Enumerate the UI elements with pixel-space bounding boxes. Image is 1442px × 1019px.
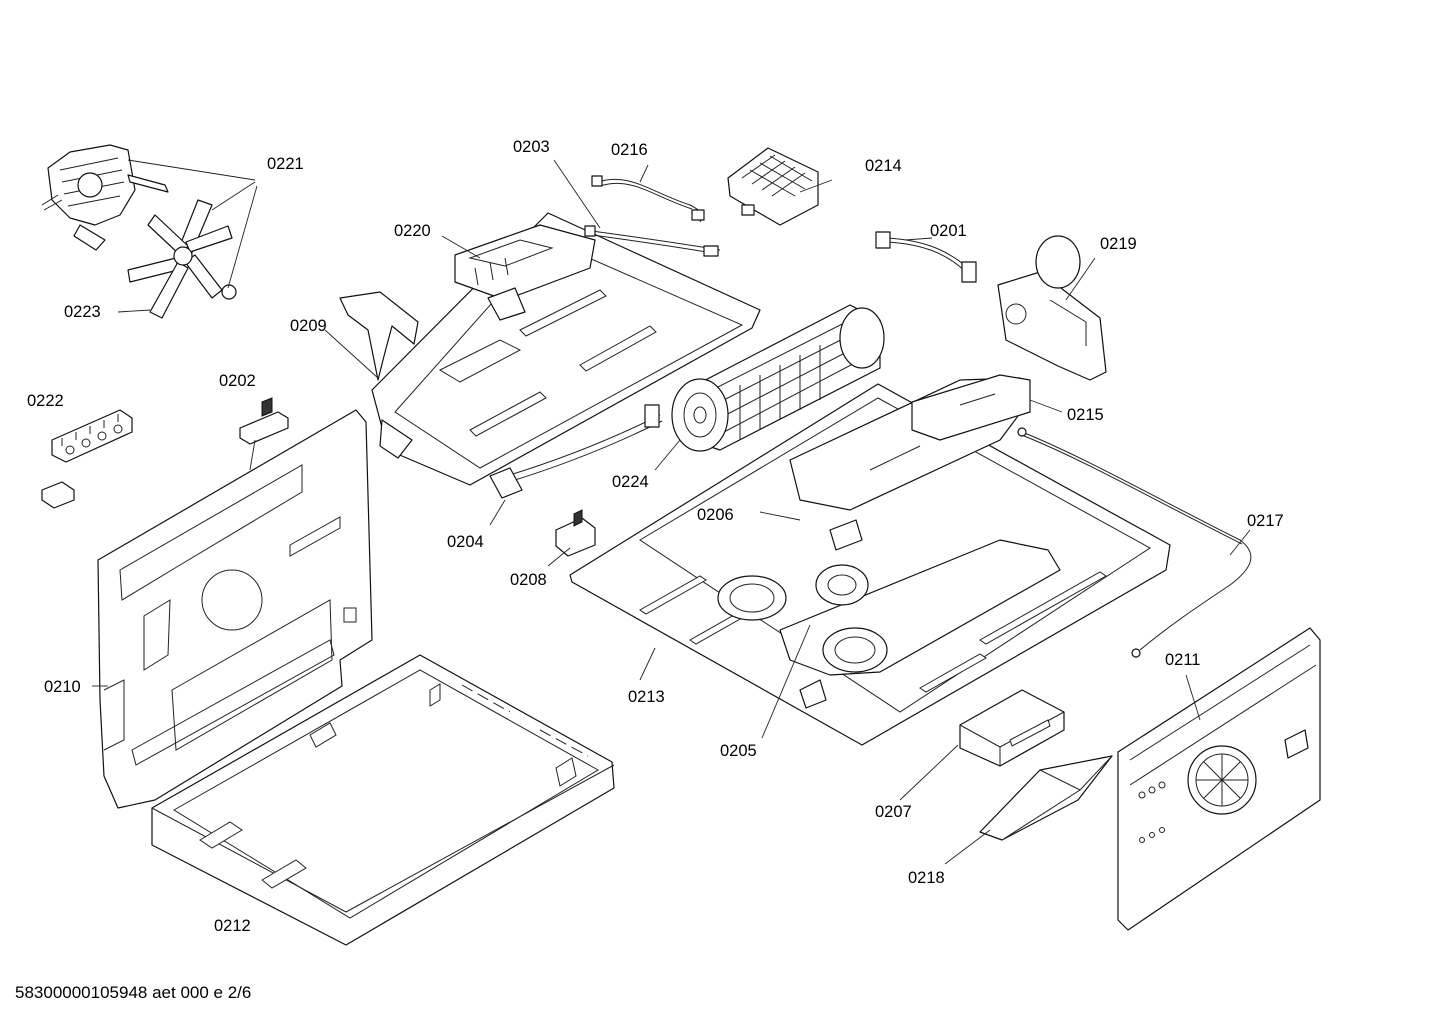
part-0219-motor-bracket xyxy=(997,235,1107,381)
label-0209: 0209 xyxy=(290,317,327,335)
label-0204: 0204 xyxy=(447,533,484,551)
label-0207: 0207 xyxy=(875,803,912,821)
label-0215: 0215 xyxy=(1067,406,1104,424)
label-0223: 0223 xyxy=(64,303,101,321)
callout-labels: 0201 0202 0203 0204 0205 0206 0207 0208 … xyxy=(27,138,1284,935)
part-0211-rear-panel xyxy=(1117,627,1321,931)
label-0203: 0203 xyxy=(513,138,550,156)
label-0222: 0222 xyxy=(27,392,64,410)
label-0211: 0211 xyxy=(1165,651,1200,669)
label-0202: 0202 xyxy=(219,372,256,390)
part-0207-electronic-module xyxy=(959,689,1065,767)
label-0214: 0214 xyxy=(865,157,902,175)
part-0201-wiring xyxy=(875,231,977,283)
label-0217: 0217 xyxy=(1247,512,1284,530)
document-code: 58300000105948 aet 000 e 2/6 xyxy=(15,983,251,1002)
label-0224: 0224 xyxy=(612,473,649,491)
part-0205-fan-cover-duct xyxy=(717,539,1061,676)
label-0212: 0212 xyxy=(214,917,251,935)
part-0218-rear-cover xyxy=(979,755,1113,841)
part-0214-grille-cover xyxy=(727,147,819,226)
label-0210: 0210 xyxy=(44,678,81,696)
part-0222-terminal-block xyxy=(41,409,133,509)
part-0220-control-module xyxy=(454,224,596,321)
label-0213: 0213 xyxy=(628,688,665,706)
label-0201: 0201 xyxy=(930,222,967,240)
label-0205: 0205 xyxy=(720,742,757,760)
part-0224-tangential-fan xyxy=(671,304,885,452)
label-0220: 0220 xyxy=(394,222,431,240)
part-0202-switch xyxy=(239,397,289,445)
part-0210-side-panel xyxy=(97,409,373,809)
part-0212-bottom-tray xyxy=(151,654,615,946)
part-0217-temperature-sensor xyxy=(1017,427,1252,658)
part-0209-top-frame xyxy=(339,212,761,486)
part-0221-fan-motor xyxy=(41,144,169,251)
label-0221: 0221 xyxy=(267,155,304,173)
part-0216-wiring xyxy=(591,175,705,223)
label-0216: 0216 xyxy=(611,141,648,159)
part-0215-flue-duct xyxy=(911,374,1031,441)
part-0204-wiring xyxy=(489,404,663,499)
label-0206: 0206 xyxy=(697,506,734,524)
label-0208: 0208 xyxy=(510,571,547,589)
label-0218: 0218 xyxy=(908,869,945,887)
leader-lines xyxy=(92,159,1251,865)
part-0208-thermostat xyxy=(555,509,596,557)
part-0203-wiring xyxy=(584,225,721,257)
label-0219: 0219 xyxy=(1100,235,1137,253)
part-0223-fan-blade xyxy=(127,199,237,319)
